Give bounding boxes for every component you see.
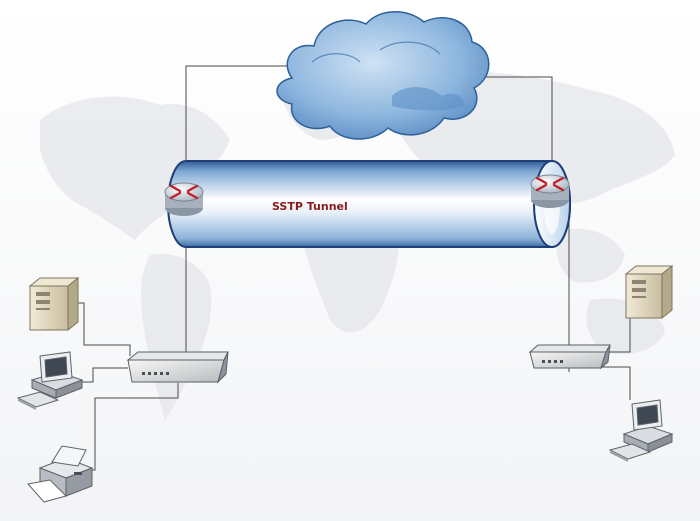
printer-icon [27,445,94,503]
link-server-left-to-switch [70,302,131,356]
link-cloud-to-router-right [462,76,553,195]
desktop-computer-icon [608,399,674,462]
cloud-icon [276,11,490,140]
desktop-computer-icon [16,351,84,410]
server-tower-icon [624,264,674,320]
tunnel-label: SSTP Tunnel [272,200,348,213]
link-router-left-to-cloud [185,65,288,195]
link-switch-right-to-server [604,318,631,353]
server-tower-icon [28,276,80,332]
switch-icon [126,351,229,384]
sstp-tunnel: SSTP Tunnel [167,160,571,248]
link-workstation-left-to-switch [76,367,128,383]
router-icon [164,182,204,216]
switch-icon [528,344,611,370]
router-icon [530,174,570,208]
